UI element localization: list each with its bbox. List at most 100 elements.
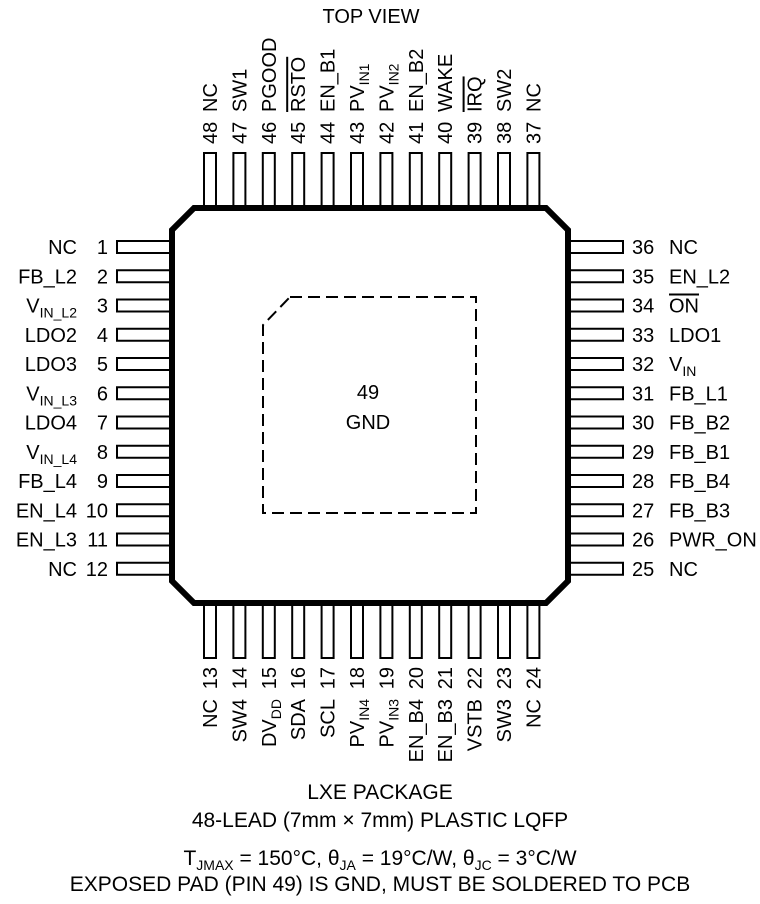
pin-6-number: 6	[97, 383, 108, 405]
pin-27-lead	[566, 503, 624, 518]
pin-34-number: 34	[632, 296, 654, 318]
pin-6-lead	[116, 386, 174, 401]
pin-32-lead	[566, 357, 624, 371]
pin-8-number: 8	[97, 442, 108, 464]
pin-22-number: 22	[465, 667, 487, 689]
pin-14-number: 14	[229, 667, 251, 689]
pin-14-sw4-label: SW4	[229, 699, 251, 742]
pin-24-lead	[526, 601, 541, 659]
pin-2-fb-l2-label: FB_L2	[18, 266, 77, 288]
pin-2-number: 2	[97, 266, 108, 288]
pin-23-number: 23	[494, 667, 516, 689]
pin-26-number: 26	[632, 530, 654, 552]
pin-11-number: 11	[87, 530, 108, 552]
pin-11-lead	[116, 532, 174, 547]
caption-note: EXPOSED PAD (PIN 49) IS GND, MUST BE SOL…	[69, 873, 691, 896]
exposed-pad-outline	[262, 296, 477, 514]
pin-12-number: 12	[86, 559, 108, 581]
pin-46-number: 46	[259, 122, 281, 144]
pin-18-lead	[350, 601, 364, 659]
pin-6-vin-l3-label: VIN_L3	[26, 383, 77, 408]
pin-11-en-l3-label: EN_L3	[16, 530, 77, 552]
pin-33-ldo1-label: LDO1	[669, 325, 721, 347]
pin-38-number: 38	[494, 122, 516, 144]
pin-47-number: 47	[229, 122, 251, 144]
pin-4-lead	[116, 327, 174, 342]
pin-48-nc-label: NC	[200, 83, 222, 112]
tjmax-subscript: JMAX	[196, 857, 234, 874]
pin-15-dvdd-label: DVDD	[259, 699, 284, 747]
pin-40-number: 40	[435, 122, 457, 144]
pin-20-lead	[408, 601, 423, 659]
pin-12-nc-label: NC	[48, 559, 77, 581]
pin-20-en-b4-label: EN_B4	[406, 699, 428, 762]
pin-13-lead	[203, 601, 217, 659]
pin-32-number: 32	[632, 354, 654, 376]
pin-12-lead	[116, 561, 174, 576]
pin-35-lead	[566, 269, 624, 284]
pin-14-lead	[232, 601, 247, 659]
pin-31-lead	[566, 386, 624, 401]
caption-thermal: TJMAX = 150°C, θJA = 19°C/W, θJC = 3°C/W	[0, 846, 760, 878]
package-body	[169, 205, 571, 606]
pin-45-lead	[291, 152, 306, 210]
pin-16-sda-label: SDA	[288, 698, 310, 740]
pin-25-nc-label: NC	[669, 559, 698, 581]
pin-26-lead	[566, 532, 624, 547]
pin-29-lead	[566, 444, 624, 459]
pin-45-number: 45	[288, 122, 310, 144]
pin-46-lead	[261, 152, 276, 210]
theta-ja-symbol: θ	[327, 847, 340, 870]
pin-36-nc-label: NC	[669, 237, 698, 259]
pin-25-lead	[566, 561, 624, 576]
pin-10-lead	[116, 503, 174, 518]
theta-jc-symbol: θ	[462, 847, 475, 870]
pin-24-nc-label: NC	[523, 699, 545, 728]
pin-46-pgood-label: PGOOD	[259, 38, 281, 112]
pins-bottom: 13NC14SW415DVDD16SDA17SCL18PVIN419PVIN32…	[200, 601, 545, 762]
pin-26-pwr-on-label: PWR_ON	[669, 530, 757, 552]
pin-21-number: 21	[435, 667, 457, 689]
pin-39-lead	[467, 152, 482, 210]
pin-2-lead	[116, 269, 174, 284]
pin-47-lead	[232, 152, 247, 210]
pin-23-lead	[497, 601, 511, 659]
pin-5-ldo3-label: LDO3	[25, 354, 77, 376]
pin-33-lead	[566, 327, 624, 342]
pin-42-pvin2-label: PVIN2	[376, 63, 401, 112]
pin-28-number: 28	[632, 471, 654, 493]
pin-44-number: 44	[318, 122, 340, 144]
pin-21-en-b3-label: EN_B3	[435, 699, 457, 762]
pin-5-number: 5	[97, 354, 108, 376]
pin-35-en-l2-label: EN_L2	[669, 266, 730, 288]
pin-21-lead	[438, 601, 453, 659]
pin-1-nc-label: NC	[48, 237, 77, 259]
pin-17-scl-label: SCL	[318, 699, 340, 738]
pin-18-number: 18	[347, 667, 369, 689]
pin-36-number: 36	[632, 237, 654, 259]
pin-7-lead	[116, 415, 174, 430]
pin-19-number: 19	[376, 667, 398, 689]
exposed-pad-name: GND	[346, 412, 390, 434]
pin-40-wake-label: WAKE	[435, 54, 457, 112]
pin-3-number: 3	[97, 296, 108, 318]
pin-39-irq-label: IRQ	[465, 76, 487, 112]
pin-34-on-label: ON	[669, 296, 699, 318]
pin-38-sw2-label: SW2	[494, 69, 516, 112]
pin-20-number: 20	[406, 667, 428, 689]
pin-3-vin-l2-label: VIN_L2	[26, 296, 77, 321]
pin-44-en-b1-label: EN_B1	[318, 49, 340, 112]
pin-5-lead	[116, 357, 174, 371]
pin-29-number: 29	[632, 442, 654, 464]
pin-4-number: 4	[97, 325, 108, 347]
pin-33-number: 33	[632, 325, 654, 347]
pin-7-number: 7	[97, 413, 108, 435]
pin-41-lead	[408, 152, 423, 210]
pin-39-number: 39	[465, 122, 487, 144]
caption-description: 48-LEAD (7mm × 7mm) PLASTIC LQFP	[191, 809, 569, 832]
pin-9-lead	[116, 474, 174, 488]
pin-43-lead	[350, 152, 364, 210]
pin-45-rsto-label: RSTO	[288, 57, 310, 112]
pin-48-lead	[203, 152, 217, 210]
pin-7-ldo4-label: LDO4	[25, 413, 77, 435]
